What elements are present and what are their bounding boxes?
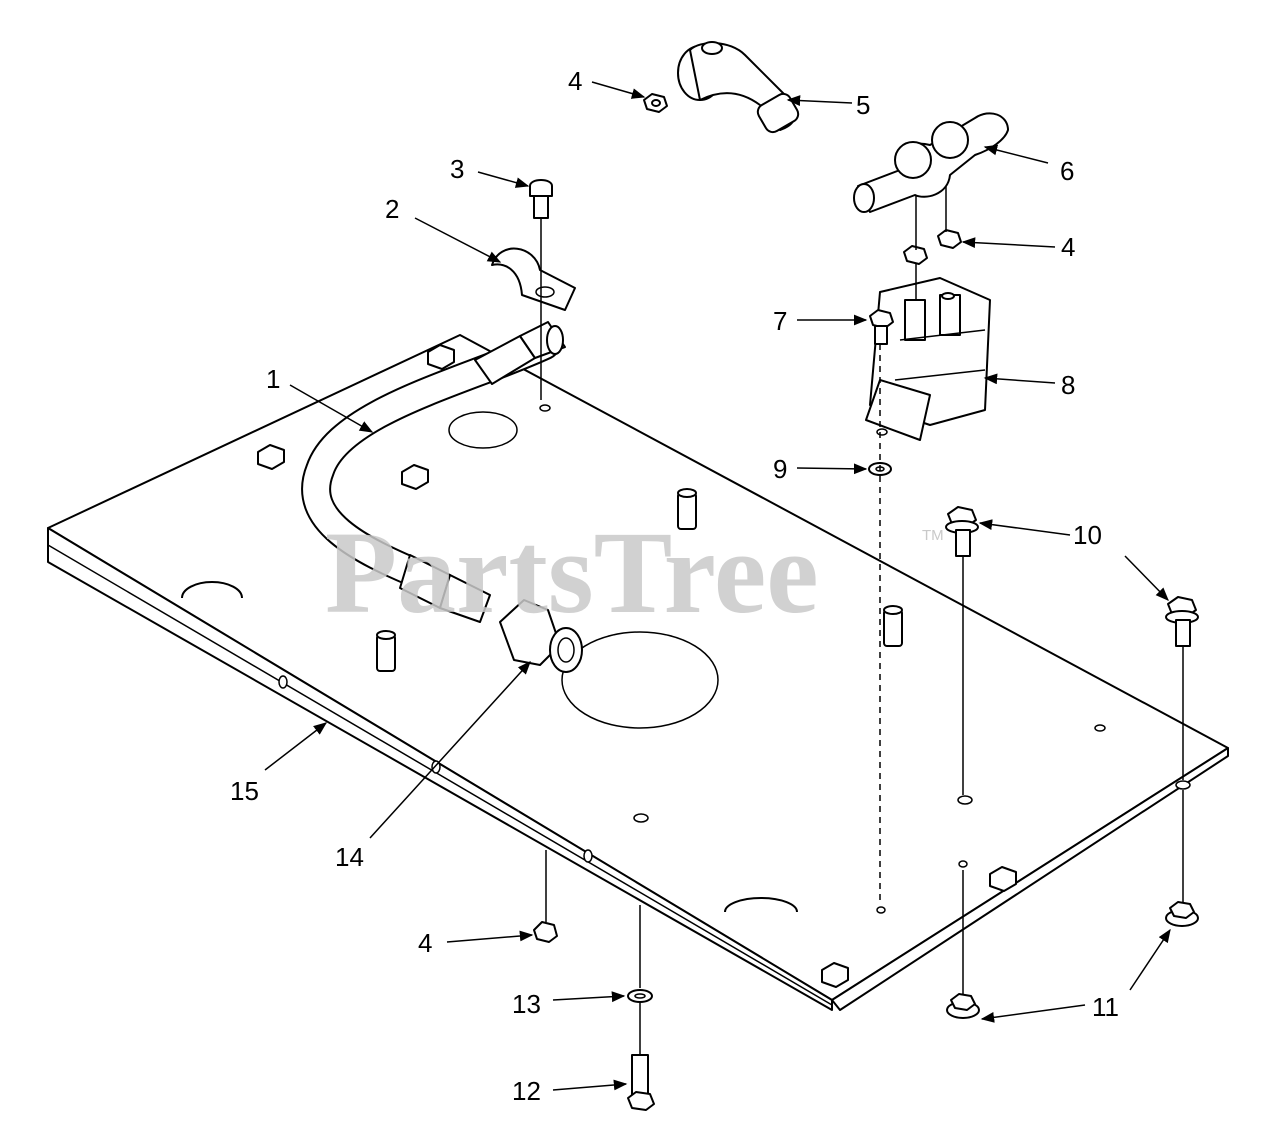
flange-bolt <box>945 506 979 557</box>
flange-nut <box>1165 901 1199 927</box>
callout-9: 9 <box>773 454 787 484</box>
callout-13: 13 <box>512 989 541 1019</box>
hex-nut <box>643 93 668 113</box>
watermark-trademark: TM <box>922 527 944 544</box>
callout-1: 1 <box>266 364 280 394</box>
callout-4-lower: 4 <box>418 928 432 958</box>
callout-15: 15 <box>230 776 259 806</box>
callout-10: 10 <box>1073 520 1102 550</box>
terminal-boot <box>677 41 800 134</box>
hex-nut <box>903 229 962 265</box>
callout-5: 5 <box>856 90 870 120</box>
callout-12: 12 <box>512 1076 541 1106</box>
callout-labels: 1 2 3 4 5 6 4 7 8 9 10 11 4 12 13 14 15 <box>230 66 1119 1106</box>
hex-bolt <box>627 1054 655 1111</box>
solenoid-bolt <box>869 309 894 345</box>
callout-4-solenoid: 4 <box>1061 232 1075 262</box>
cable-terminal <box>499 599 583 673</box>
assembly-lines <box>540 186 1184 1055</box>
callout-2: 2 <box>385 194 399 224</box>
callout-3: 3 <box>450 154 464 184</box>
callout-4: 4 <box>568 66 582 96</box>
clamp-bolt <box>529 179 553 219</box>
battery-cable <box>301 321 566 623</box>
callout-6: 6 <box>1060 156 1074 186</box>
flange-bolt <box>1165 596 1199 647</box>
watermark: PartsTree TM <box>325 507 944 638</box>
split-washer <box>627 989 653 1003</box>
callout-8: 8 <box>1061 370 1075 400</box>
watermark-text: PartsTree <box>325 507 819 638</box>
callout-11: 11 <box>1092 992 1119 1022</box>
mounting-plate <box>47 334 1229 1011</box>
cable-clamp <box>491 247 576 311</box>
hex-nut <box>533 921 558 943</box>
leader-lines <box>264 81 1171 1091</box>
starter-solenoid <box>865 277 991 441</box>
flange-nut <box>946 993 980 1019</box>
terminal-boot-double <box>853 112 1009 213</box>
callout-7: 7 <box>773 306 787 336</box>
callout-14: 14 <box>335 842 364 872</box>
